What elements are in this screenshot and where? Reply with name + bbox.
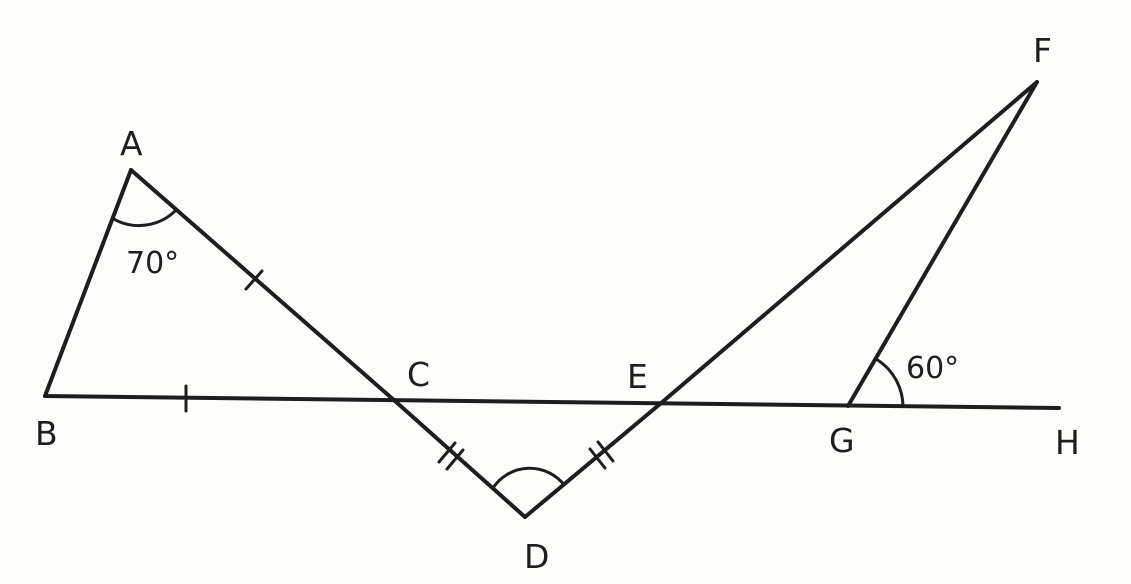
segment-fg (846, 80, 1039, 408)
segment-cd (393, 399, 527, 519)
double-tick-cd-2 (445, 448, 465, 471)
segment-ef (658, 80, 1039, 406)
line-bh (43, 394, 1061, 410)
label-c: C (407, 355, 430, 394)
angle-label-g: 60° (906, 351, 959, 386)
segment-ab (43, 168, 133, 398)
double-tick-de-1 (588, 447, 607, 470)
tick-mark-ac (244, 269, 264, 291)
label-e: E (627, 357, 648, 396)
label-d: D (524, 537, 549, 576)
segment-de (523, 402, 662, 519)
angle-arc-g (875, 357, 905, 408)
label-a: A (120, 124, 143, 163)
angle-arc-d (491, 466, 567, 489)
label-f: F (1033, 31, 1052, 70)
angle-arc-a (111, 207, 179, 228)
label-b: B (35, 414, 58, 453)
double-tick-cd-1 (437, 441, 457, 464)
double-tick-de-2 (596, 440, 615, 463)
label-g: G (829, 421, 855, 460)
label-h: H (1055, 423, 1080, 462)
angle-label-a: 70° (126, 246, 179, 281)
segment-ac (129, 168, 397, 403)
